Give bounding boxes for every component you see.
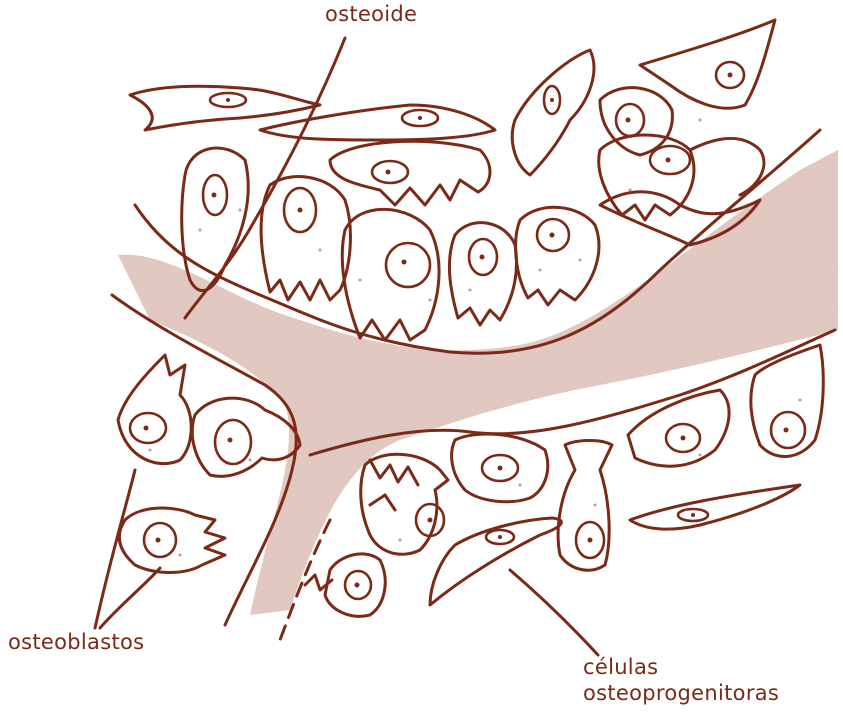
bone-matrix (118, 150, 838, 615)
osteoblastos-leader-1 (95, 470, 135, 628)
label-osteoide: osteoide (325, 2, 417, 26)
label-osteoprogenitoras: osteoprogenitoras (583, 681, 779, 705)
osteoblastos-leader-2 (100, 568, 160, 628)
celulas-leader (510, 570, 598, 655)
label-celulas: células (583, 655, 658, 679)
label-osteoblastos: osteoblastos (8, 630, 144, 654)
osteoprogenitor-cells (430, 485, 800, 605)
